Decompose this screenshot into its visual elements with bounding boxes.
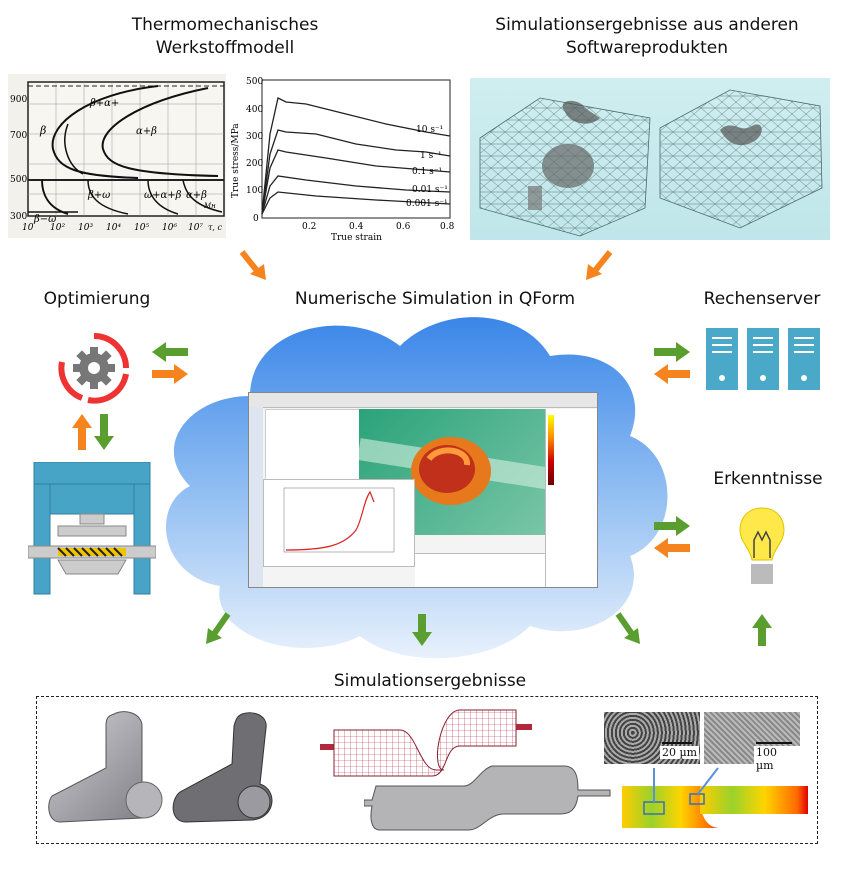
- qform-log-panel: [415, 553, 545, 587]
- phase-region-7: Mн: [203, 202, 216, 210]
- phase-ytick-2: 500: [10, 175, 27, 185]
- phase-region-1: β+α+: [89, 98, 119, 109]
- title-other-software-text: Simulationsergebnisse aus anderen Softwa…: [495, 15, 799, 58]
- flow-curve-svg: 500 400 300 200 100 0 0.2 0.4 0.6 0.8 Tr…: [231, 77, 455, 243]
- flow-curve-label-2: 0.1 s⁻¹: [412, 167, 442, 177]
- mesh-results-svg: [479, 89, 823, 237]
- qform-left-rail: [249, 407, 263, 587]
- qform-tree-panel: [265, 409, 363, 481]
- arrow-down-green-center: [412, 614, 432, 646]
- title-numeric-simulation: Numerische Simulation in QForm: [294, 289, 576, 309]
- arrows-optimization-pair: [152, 342, 188, 384]
- flow-xtick-1: 0.4: [349, 222, 364, 232]
- phase-region-0: β: [39, 124, 46, 137]
- flow-ytick-5: 0: [253, 214, 259, 224]
- phase-xtick-0: 10: [22, 223, 34, 233]
- phase-region-6: β−ω: [33, 214, 56, 225]
- phase-xtick-1: 10²: [50, 223, 65, 233]
- qform-plot-svg: [283, 487, 395, 553]
- flow-xtick-3: 0.8: [440, 222, 455, 232]
- flow-ytick-1: 400: [246, 105, 263, 115]
- qform-toolbar: [249, 393, 597, 408]
- arrow-down-green-left: [206, 612, 231, 644]
- flow-ylabel: True stress/MPa: [231, 123, 241, 198]
- arrows-optimization-vertical: [72, 414, 114, 450]
- flow-ytick-3: 200: [246, 159, 263, 169]
- strip-mesh-image: [320, 709, 532, 777]
- mesh-results-image: [470, 78, 830, 240]
- arrow-up-green-insights: [752, 614, 772, 646]
- phase-diagram: 900 700 500 300 10 10² 10³ 10⁴ 10⁵ 10⁶ 1…: [8, 74, 230, 238]
- phase-xtick-5: 10⁶: [162, 223, 177, 233]
- qform-3d-svg: [357, 437, 553, 505]
- scalebar-left-label: 20 µm: [660, 746, 700, 759]
- flow-ytick-0: 500: [246, 77, 263, 87]
- arrow-down-orange-left: [239, 250, 266, 280]
- arrow-down-orange-right: [586, 250, 613, 280]
- scalebar-left-line: [662, 742, 692, 744]
- optimization-icon: [58, 333, 129, 404]
- title-optimization: Optimierung: [43, 289, 151, 309]
- flow-curve-label-1: 1 s⁻¹: [420, 151, 442, 161]
- title-other-software: Simulationsergebnisse aus anderen Softwa…: [462, 14, 832, 60]
- phase-ytick-1: 700: [10, 131, 27, 141]
- phase-xtick-6: 10⁷: [188, 223, 203, 233]
- title-simulation-results: Simulationsergebnisse: [333, 671, 527, 691]
- press-icon: [28, 462, 156, 595]
- phase-ytick-3: 300: [10, 212, 27, 222]
- forged-parts-image: [48, 711, 273, 823]
- phase-xunit: τ, c: [208, 223, 223, 232]
- phase-region-4: ω+α+β: [144, 190, 182, 201]
- arrows-insights-pair: [654, 516, 690, 558]
- flow-curve-label-0: 10 s⁻¹: [416, 125, 443, 135]
- scalebar-right-label: 100 µm: [754, 746, 800, 772]
- phase-region-3: β+ω: [87, 190, 110, 201]
- micrograph-left: 20 µm: [604, 712, 700, 764]
- qform-right-panel: [545, 409, 597, 587]
- flow-ytick-2: 300: [246, 132, 263, 142]
- phase-xtick-2: 10³: [78, 223, 93, 233]
- results-box: [36, 696, 818, 844]
- title-material-model: Thermomechanisches Werkstoffmodell: [90, 14, 360, 60]
- qform-colorbar: [548, 415, 554, 485]
- arrow-down-green-right: [615, 612, 640, 644]
- phase-diagram-svg: 900 700 500 300 10 10² 10³ 10⁴ 10⁵ 10⁶ 1…: [10, 81, 225, 233]
- flow-ytick-4: 100: [246, 186, 263, 196]
- phase-xtick-3: 10⁴: [106, 223, 121, 233]
- strip-part-image: [364, 765, 611, 831]
- phase-region-5: α+β: [186, 190, 207, 201]
- flow-xlabel: True strain: [331, 233, 382, 243]
- flow-curve-label-4: 0.001 s⁻¹: [406, 199, 448, 209]
- server-icon: [706, 328, 820, 390]
- phase-ytick-0: 900: [10, 95, 27, 105]
- title-insights: Erkenntnisse: [713, 469, 823, 489]
- title-material-model-line1: Thermomechanisches Werkstoffmodell: [131, 15, 319, 58]
- qform-plot-window: [263, 479, 415, 567]
- qform-screenshot: [248, 392, 598, 588]
- color-field-image: [622, 767, 808, 828]
- phase-region-2: α+β: [136, 126, 157, 137]
- arrows-server-pair: [654, 342, 690, 384]
- flow-curve-label-3: 0.01 s⁻¹: [412, 185, 448, 195]
- lightbulb-icon: [739, 507, 785, 584]
- flow-xtick-2: 0.6: [396, 222, 411, 232]
- scalebar-right-line: [756, 742, 792, 744]
- flow-xtick-0: 0.2: [302, 222, 316, 232]
- phase-xtick-4: 10⁵: [134, 223, 149, 233]
- micrograph-right: 100 µm: [704, 712, 800, 772]
- flow-curve-chart: 500 400 300 200 100 0 0.2 0.4 0.6 0.8 Tr…: [226, 74, 458, 244]
- title-compute-server: Rechenserver: [703, 289, 821, 309]
